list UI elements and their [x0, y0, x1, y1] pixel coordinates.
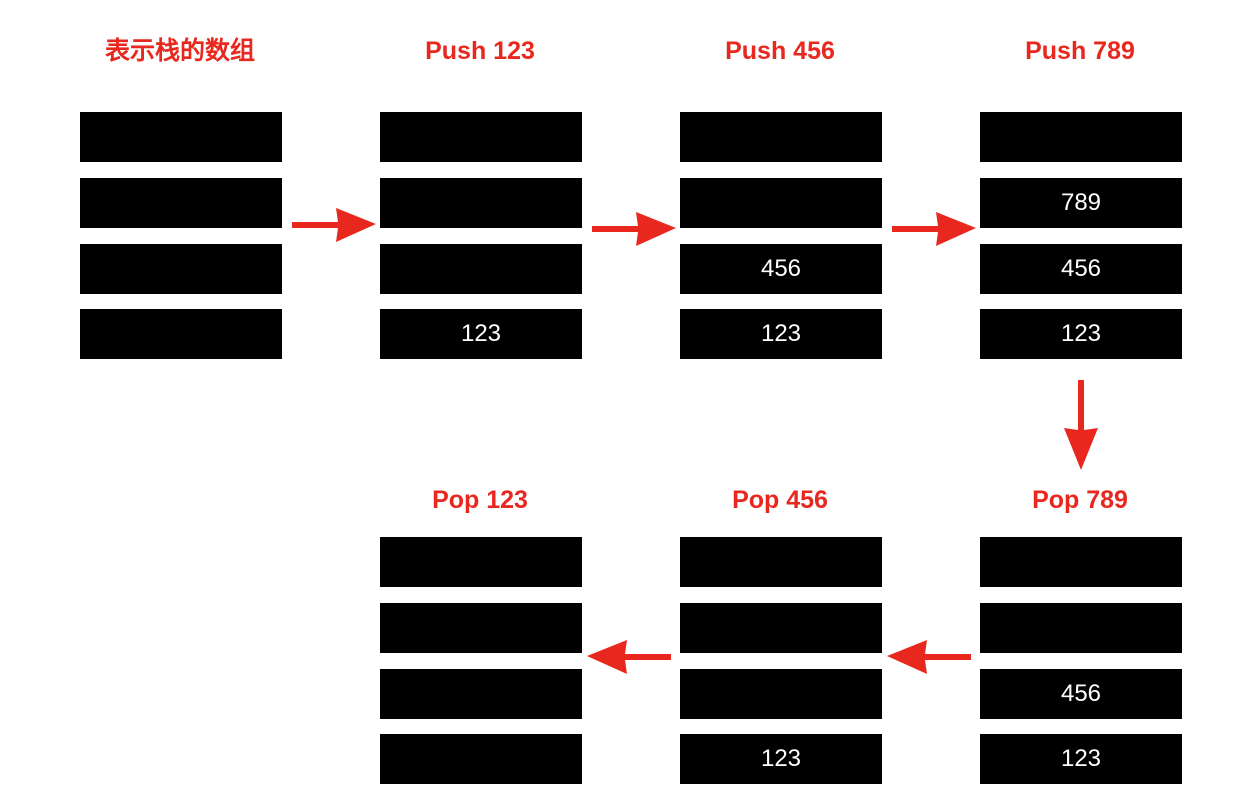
arrow-right-icon [592, 212, 676, 246]
stack-cell: 123 [380, 309, 582, 359]
stack-cell [980, 537, 1182, 587]
stack-cell [80, 309, 282, 359]
stack-cell [380, 734, 582, 784]
stack-cell: 456 [980, 669, 1182, 719]
stack-cell [80, 112, 282, 162]
stack-cell [380, 244, 582, 294]
stack-cell: 123 [680, 734, 882, 784]
stack-cell [380, 669, 582, 719]
arrow-right-icon [892, 212, 976, 246]
stack-cell: 456 [980, 244, 1182, 294]
stack-cell [680, 669, 882, 719]
stack-cell [380, 537, 582, 587]
arrow-down-icon [1064, 380, 1098, 470]
arrow-right-icon [292, 208, 376, 242]
stack-cell: 123 [980, 309, 1182, 359]
stack-cell [680, 178, 882, 228]
stack-cell [980, 603, 1182, 653]
title-push-456: Push 456 [725, 37, 835, 65]
stack-cell [980, 112, 1182, 162]
stack-cell: 123 [680, 309, 882, 359]
stack-cell [380, 603, 582, 653]
arrow-left-icon [887, 640, 971, 674]
stack-cell [80, 244, 282, 294]
arrow-left-icon [587, 640, 671, 674]
stack-cell: 123 [980, 734, 1182, 784]
stack-cell: 456 [680, 244, 882, 294]
title-pop-789: Pop 789 [1032, 486, 1128, 514]
title-push-123: Push 123 [425, 37, 535, 65]
stack-cell [380, 112, 582, 162]
title-push-789: Push 789 [1025, 37, 1135, 65]
stack-cell: 789 [980, 178, 1182, 228]
title-initial: 表示栈的数组 [104, 37, 255, 65]
stack-cell [680, 112, 882, 162]
stack-cell [80, 178, 282, 228]
stack-cell [680, 603, 882, 653]
title-pop-123: Pop 123 [432, 486, 528, 514]
title-pop-456: Pop 456 [732, 486, 828, 514]
stack-cell [380, 178, 582, 228]
stack-cell [680, 537, 882, 587]
